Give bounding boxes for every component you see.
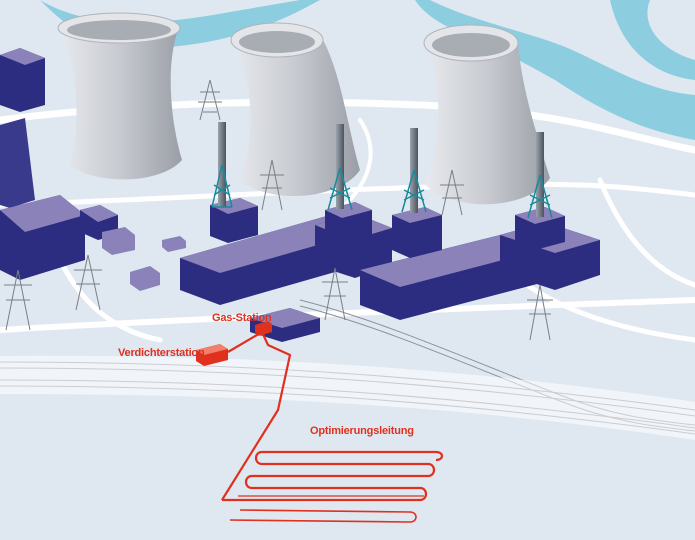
cooling-tower-icon <box>58 25 182 180</box>
power-pylon-icon <box>198 79 222 121</box>
gas-station-building <box>250 308 320 342</box>
left-buildings <box>0 48 186 291</box>
pipeline-icon <box>221 330 444 523</box>
compressor-station-label: Verdichterstation <box>118 347 205 359</box>
power-pylon-icon <box>322 267 348 321</box>
gas-station-label: Gas-Station <box>212 312 272 324</box>
power-pylon-icon <box>74 254 102 311</box>
optimization-pipeline-label: Optimierungsleitung <box>310 425 414 437</box>
chimney-icon <box>211 122 233 208</box>
highway <box>0 355 695 440</box>
power-pylon-icon <box>527 284 553 341</box>
power-block-1 <box>180 198 392 305</box>
power-pylon-icon <box>440 169 464 216</box>
chimneys <box>211 122 553 219</box>
power-pylon-icon <box>260 159 284 211</box>
chimney-icon <box>527 132 553 219</box>
compressor-station <box>196 344 228 366</box>
cooling-tower-icon <box>425 40 550 205</box>
power-pylons <box>4 79 553 341</box>
cooling-tower-1 <box>57 12 182 180</box>
chimney-icon <box>327 124 353 211</box>
cooling-tower-3 <box>423 24 550 205</box>
chimney-icon <box>401 128 427 213</box>
power-block-2 <box>360 207 600 320</box>
power-pylon-icon <box>4 269 32 331</box>
cooling-tower-2 <box>230 22 360 197</box>
cooling-tower-icon <box>232 38 360 197</box>
river <box>40 0 695 140</box>
